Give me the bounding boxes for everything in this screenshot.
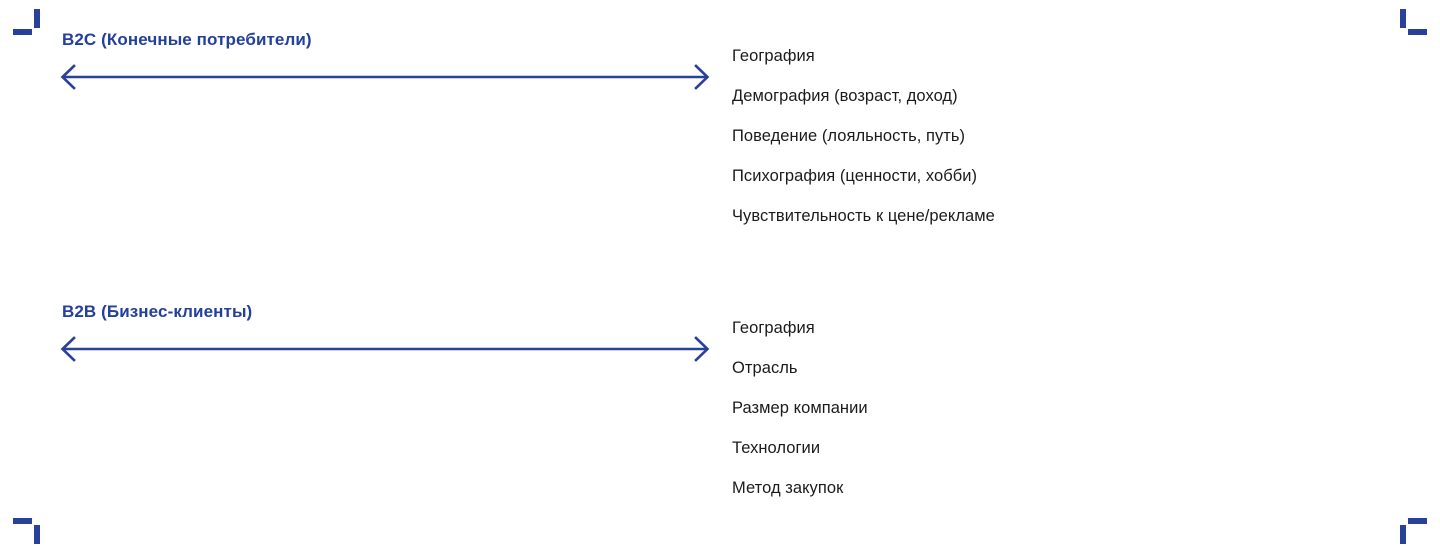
- top-right-crop-mark: [1397, 9, 1427, 39]
- section-b2c-attribute-list: География Демография (возраст, доход) По…: [732, 36, 1332, 236]
- list-item: Отрасль: [732, 359, 798, 377]
- crop-mark-horizontal-bar: [1408, 518, 1427, 524]
- list-item: Поведение (лояльность, путь): [732, 127, 966, 145]
- section-b2b-attribute-list: География Отрасль Размер компании Технол…: [732, 308, 1332, 508]
- list-item: Метод закупок: [732, 479, 844, 497]
- section-b2b-heading: B2B (Бизнес-клиенты): [62, 302, 253, 321]
- crop-mark-vertical-bar: [1400, 525, 1406, 544]
- list-item: Психография (ценности, хобби): [732, 167, 978, 185]
- list-item: Демография (возраст, доход): [732, 87, 958, 105]
- crop-mark-horizontal-bar: [13, 518, 32, 524]
- list-item: Размер компании: [732, 399, 868, 417]
- top-left-crop-mark: [13, 9, 43, 39]
- bottom-left-crop-mark: [13, 518, 43, 548]
- crop-mark-vertical-bar: [34, 9, 40, 28]
- bottom-right-crop-mark: [1397, 518, 1427, 548]
- section-b2c-heading: B2C (Конечные потребители): [62, 30, 312, 49]
- crop-mark-horizontal-bar: [1408, 29, 1427, 35]
- list-item: География: [732, 47, 815, 65]
- crop-mark-horizontal-bar: [13, 29, 32, 35]
- list-item: География: [732, 319, 815, 337]
- crop-mark-vertical-bar: [34, 525, 40, 544]
- section-b2c-double-arrow: [55, 60, 715, 94]
- list-item: Чувствительность к цене/рекламе: [732, 207, 995, 225]
- section-b2b-double-arrow: [55, 332, 715, 366]
- list-item: Технологии: [732, 439, 821, 457]
- crop-mark-vertical-bar: [1400, 9, 1406, 28]
